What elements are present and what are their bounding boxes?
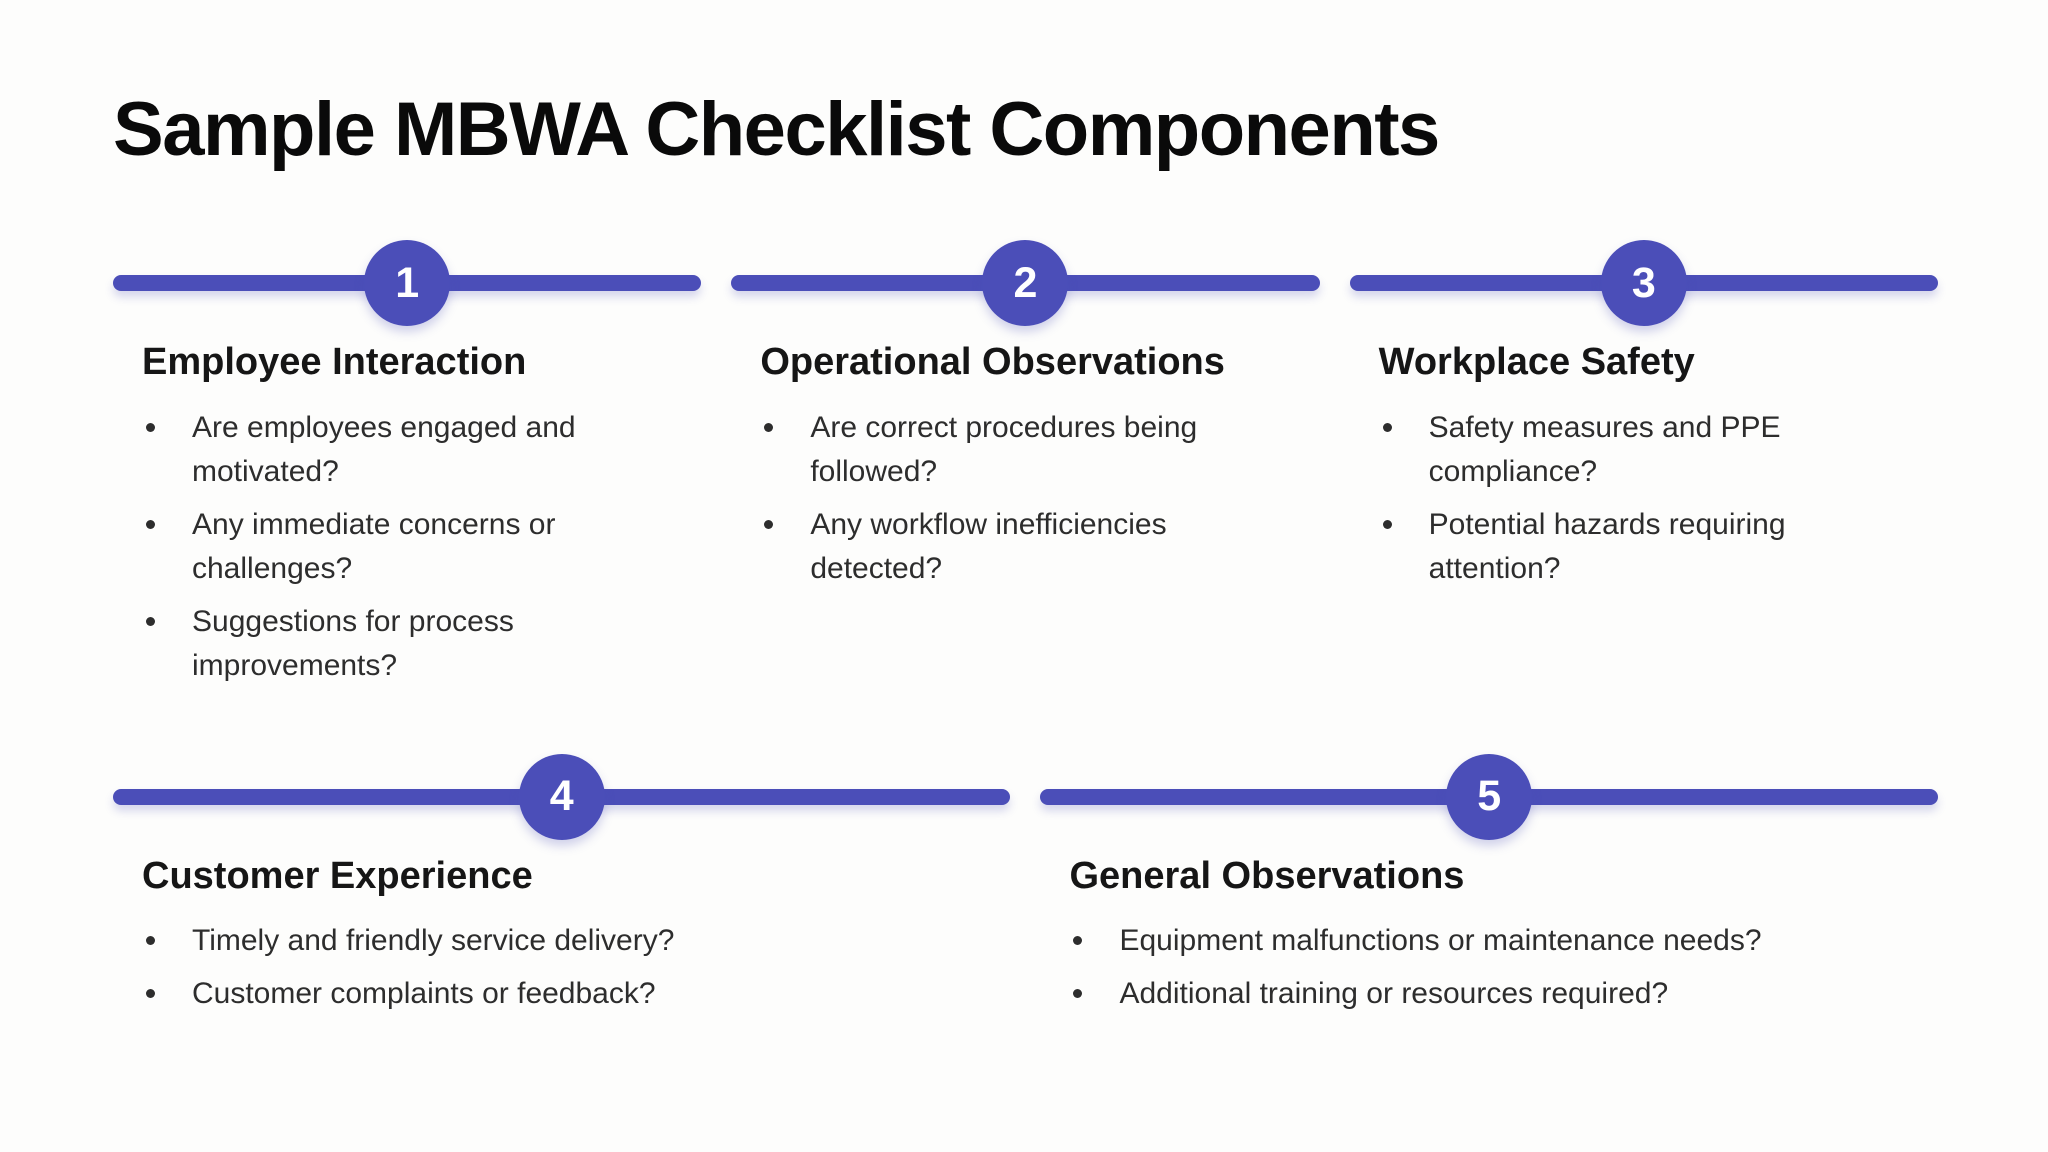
step-number: 5 <box>1477 772 1502 821</box>
section-rail: 4 <box>113 753 1011 840</box>
step-number-badge: 1 <box>364 240 451 326</box>
section-customer-experience: 4 Customer Experience Timely and friendl… <box>113 753 1011 1017</box>
step-number: 4 <box>549 772 574 821</box>
bullet-item: Safety measures and PPE compliance? <box>1350 406 1830 494</box>
section-heading: Operational Observations <box>760 341 1225 383</box>
section-bullet-list: Safety measures and PPE compliance? Pote… <box>1350 406 1938 591</box>
checklist-grid: 1 Employee Interaction Are employees eng… <box>113 240 1938 1016</box>
section-operational-observations: 2 Operational Observations Are correct p… <box>731 240 1320 591</box>
bullet-item: Are employees engaged and motivated? <box>113 406 593 494</box>
section-heading: Workplace Safety <box>1378 341 1695 383</box>
bullet-item: Additional training or resources require… <box>1040 972 1938 1016</box>
bullet-item: Equipment malfunctions or maintenance ne… <box>1040 919 1938 963</box>
bullet-item: Are correct procedures being followed? <box>731 406 1211 494</box>
section-bullet-list: Equipment malfunctions or maintenance ne… <box>1040 919 1938 1016</box>
section-heading: General Observations <box>1069 854 1465 897</box>
section-bullet-list: Are correct procedures being followed? A… <box>731 406 1319 591</box>
bullet-item: Any immediate concerns or challenges? <box>113 503 593 591</box>
step-number-badge: 5 <box>1446 753 1533 840</box>
step-number-badge: 3 <box>1600 240 1687 326</box>
step-number-badge: 4 <box>518 753 605 840</box>
page-title: Sample MBWA Checklist Components <box>113 87 1440 172</box>
step-number: 3 <box>1631 258 1656 307</box>
bullet-item: Customer complaints or feedback? <box>113 972 1010 1016</box>
section-bullet-list: Are employees engaged and motivated? Any… <box>113 406 701 688</box>
section-rail: 1 <box>113 240 702 326</box>
bullet-item: Any workflow inefficiencies detected? <box>731 503 1211 591</box>
section-rail: 2 <box>731 240 1320 326</box>
section-rail: 3 <box>1349 240 1938 326</box>
section-bullet-list: Timely and friendly service delivery? Cu… <box>113 919 1010 1016</box>
section-workplace-safety: 3 Workplace Safety Safety measures and P… <box>1349 240 1938 591</box>
bullet-item: Timely and friendly service delivery? <box>113 919 1010 963</box>
section-heading: Customer Experience <box>142 854 533 897</box>
infographic-page: Sample MBWA Checklist Components 1 Emplo… <box>0 92 2048 1152</box>
section-employee-interaction: 1 Employee Interaction Are employees eng… <box>113 240 702 688</box>
step-number: 2 <box>1013 258 1038 307</box>
section-rail: 5 <box>1040 753 1938 840</box>
section-general-observations: 5 General Observations Equipment malfunc… <box>1040 753 1938 1017</box>
step-number: 1 <box>395 258 420 307</box>
bullet-item: Suggestions for process improvements? <box>113 600 593 688</box>
section-heading: Employee Interaction <box>142 341 527 383</box>
bullet-item: Potential hazards requiring attention? <box>1350 503 1830 591</box>
step-number-badge: 2 <box>982 240 1069 326</box>
